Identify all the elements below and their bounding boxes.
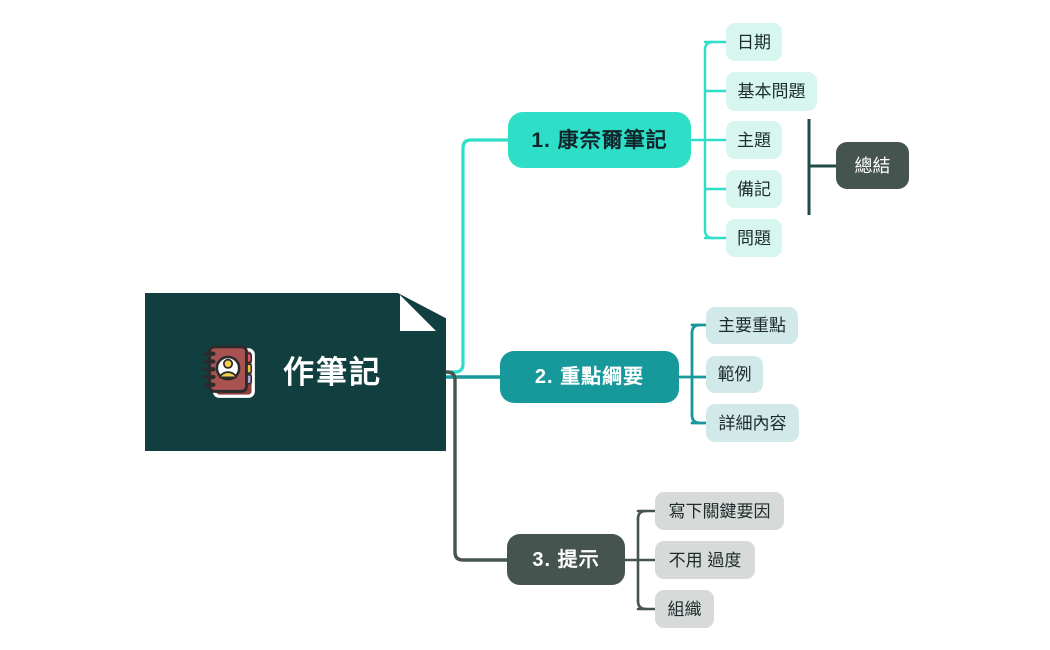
connector-root-to-branch-3 (444, 370, 509, 562)
leaf-label: 詳細內容 (718, 413, 787, 433)
leaf-label: 問題 (737, 228, 771, 248)
connector-branch-1-leaves (689, 40, 728, 240)
connector-summary-bracket (807, 119, 836, 215)
connector-branch-3-leaves (623, 509, 657, 611)
leaf-label: 不用 過度 (668, 550, 742, 570)
folded-corner-icon (398, 293, 446, 341)
leaf-node-1-2[interactable]: 基本問題 (726, 72, 817, 111)
connector-root-to-branch-1 (444, 138, 510, 374)
leaf-node-1-5[interactable]: 問題 (726, 219, 782, 257)
leaf-node-3-3[interactable]: 組織 (655, 590, 714, 628)
leaf-node-1-1[interactable]: 日期 (726, 23, 782, 61)
leaf-node-3-1[interactable]: 寫下關鍵要因 (655, 492, 784, 530)
root-label: 作筆記 (283, 354, 382, 390)
connector-branch-2-leaves (677, 323, 708, 425)
leaf-label: 主要重點 (718, 316, 786, 335)
leaf-label: 備記 (737, 179, 771, 199)
leaf-label: 主題 (737, 130, 771, 150)
branch-2-label: 2. 重點綱要 (534, 366, 645, 388)
leaf-label: 組織 (667, 599, 702, 619)
branch-node-3[interactable]: 3. 提示 (507, 534, 625, 585)
leaf-label: 範例 (717, 365, 752, 384)
branch-node-2[interactable]: 2. 重點綱要 (500, 351, 679, 403)
summary-node[interactable]: 總結 (836, 142, 909, 189)
leaf-node-1-3[interactable]: 主題 (726, 121, 782, 159)
branch-3-label: 3. 提示 (532, 548, 600, 571)
leaf-node-1-4[interactable]: 備記 (726, 170, 782, 208)
leaf-node-2-2[interactable]: 範例 (706, 356, 763, 393)
leaf-label: 基本問題 (737, 82, 806, 101)
leaf-node-2-3[interactable]: 詳細內容 (706, 404, 799, 442)
address-book-icon (202, 345, 255, 398)
branch-1-label: 1. 康奈爾筆記 (531, 128, 668, 152)
leaf-label: 寫下關鍵要因 (668, 501, 771, 521)
branch-node-1[interactable]: 1. 康奈爾筆記 (508, 112, 691, 168)
leaf-label: 日期 (737, 32, 771, 52)
root-node[interactable]: 作筆記 (145, 293, 446, 451)
leaf-node-2-1[interactable]: 主要重點 (706, 307, 798, 344)
summary-label: 總結 (854, 155, 891, 176)
leaf-node-3-2[interactable]: 不用 過度 (655, 541, 755, 579)
